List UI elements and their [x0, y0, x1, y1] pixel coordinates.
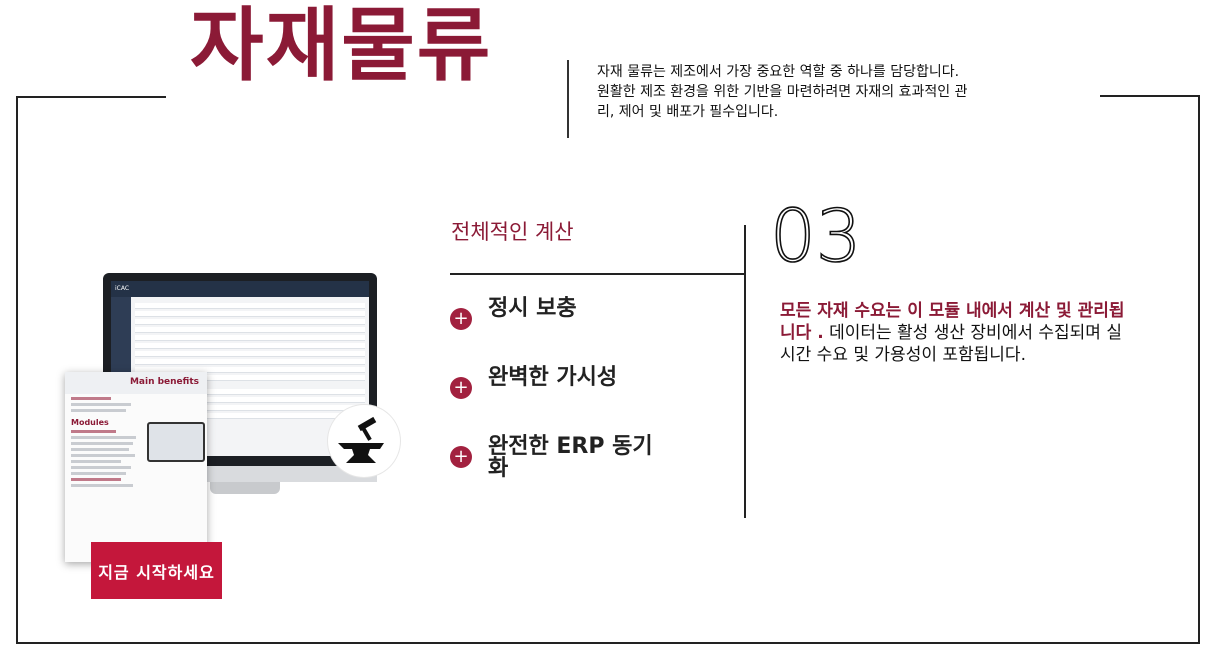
table-row	[135, 397, 365, 403]
intro-text: 자재 물류는 제조에서 가장 중요한 역할 중 하나를 담당합니다. 원활한 제…	[597, 62, 1067, 122]
frame-top-right-line	[1100, 95, 1200, 97]
brochure-line	[71, 472, 126, 475]
brochure-header: Main benefits	[65, 372, 207, 394]
tablet-image	[147, 422, 205, 462]
page-title: 자재물류	[190, 0, 493, 92]
feature-label: 정시 보충	[488, 296, 577, 321]
feature-item: + 정시 보충	[450, 298, 668, 330]
intro-line: 원활한 제조 환경을 위한 기반을 마련하려면 자재의 효과적인 관	[597, 84, 968, 100]
table-row	[135, 375, 365, 381]
table-row	[135, 351, 365, 357]
brochure-line	[71, 460, 121, 463]
plus-icon: +	[450, 377, 472, 399]
brochure-line	[71, 454, 135, 457]
feature-label: 완전한 ERP 동기화	[488, 434, 653, 481]
table-row	[135, 359, 365, 365]
table-row	[135, 405, 365, 411]
anvil-hammer-icon	[328, 405, 400, 477]
table-row	[135, 327, 365, 333]
monitor-stand	[210, 482, 280, 494]
brochure-line	[71, 403, 131, 406]
section-title: 전체적인 계산	[451, 220, 574, 244]
get-started-button[interactable]: 지금 시작하세요	[91, 542, 222, 599]
feature-label: 완벽한 가시성	[488, 365, 618, 390]
brochure-line	[71, 484, 133, 487]
detail-description: 모든 자재 수요는 이 모듈 내에서 계산 및 관리됩니다 . 데이터는 활성 …	[780, 300, 1125, 366]
table-row	[135, 389, 365, 395]
table-row	[135, 413, 365, 419]
brochure-line	[71, 436, 136, 439]
brochure-line	[71, 466, 131, 469]
table-row	[135, 343, 365, 349]
frame-top-left-line	[16, 96, 166, 98]
feature-item: + 완전한 ERP 동기화	[450, 436, 668, 480]
content-frame	[16, 96, 1200, 644]
intro-line: 자재 물류는 제조에서 가장 중요한 역할 중 하나를 담당합니다.	[597, 64, 960, 80]
column-divider	[744, 225, 746, 518]
plus-icon: +	[450, 308, 472, 330]
app-bar: iCAC	[111, 281, 369, 297]
step-number: 03	[769, 194, 862, 278]
intro-divider	[567, 60, 569, 138]
brochure-line	[71, 397, 111, 400]
feature-item: + 완벽한 가시성	[450, 367, 668, 399]
table-row	[135, 303, 365, 309]
table-row	[135, 335, 365, 341]
detail-body: 데이터는 활성 생산 장비에서 수집되며 실시간 수요 및 가용성이 포함됩니다…	[780, 323, 1122, 365]
brochure-line	[71, 478, 121, 481]
brochure-line	[71, 409, 126, 412]
brochure-illustration: Main benefits Modules	[65, 372, 207, 562]
brochure-line	[71, 442, 133, 445]
brochure-modules-heading: Modules	[71, 418, 109, 427]
brochure-heading: Main benefits	[129, 377, 199, 387]
intro-line: 리, 제어 및 배포가 필수입니다.	[597, 104, 779, 120]
section-rule	[450, 273, 744, 275]
brochure-line	[71, 430, 116, 433]
table-row	[135, 311, 365, 317]
table-row	[135, 367, 365, 373]
plus-icon: +	[450, 446, 472, 468]
detail-highlight: 모든 자재 수요는 이 모듈 내에서 계산 및 관리됩니다 .	[780, 301, 1125, 343]
brochure-line	[71, 448, 129, 451]
table-row	[135, 319, 365, 325]
